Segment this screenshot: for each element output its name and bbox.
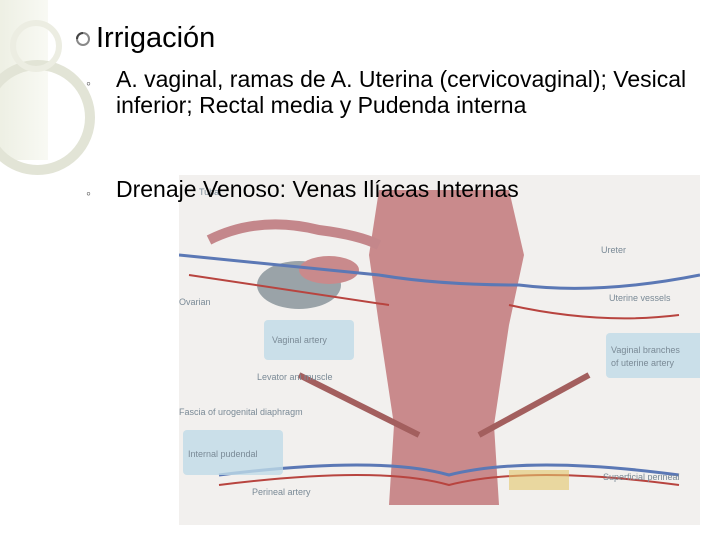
label-internal-pudendal: Internal pudendal bbox=[188, 449, 258, 459]
label-levator-ani: Levator ani muscle bbox=[257, 372, 333, 382]
decorative-circle-small bbox=[10, 20, 62, 72]
label-superficial-perineal: Superficial perineal bbox=[603, 472, 680, 482]
ring-bullet-icon: ◦ bbox=[86, 185, 91, 201]
label-tubal: Tubal bbox=[199, 187, 221, 197]
label-perineal-artery: Perineal artery bbox=[252, 487, 311, 497]
bullet-item: ◦ A. vaginal, ramas de A. Uterina (cervi… bbox=[86, 66, 706, 118]
bullet-text: Drenaje Venoso: Venas Ilíacas Internas bbox=[116, 176, 519, 202]
anatomy-figure: Ureter Uterine vessels Vaginal branches … bbox=[179, 175, 700, 525]
decorative-circle-large bbox=[0, 60, 95, 175]
label-uterine-vessels: Uterine vessels bbox=[609, 293, 671, 303]
slide-title: Irrigación bbox=[96, 22, 216, 54]
bullet-list: ◦ A. vaginal, ramas de A. Uterina (cervi… bbox=[86, 66, 706, 124]
bullet-icon bbox=[76, 31, 90, 46]
bullet-text: A. vaginal, ramas de A. Uterina (cervico… bbox=[116, 66, 687, 118]
label-vaginal-artery: Vaginal artery bbox=[272, 335, 327, 345]
bullet-item: ◦ Drenaje Venoso: Venas Ilíacas Internas bbox=[86, 176, 706, 202]
label-vaginal-branches: Vaginal branches bbox=[611, 345, 680, 355]
label-vaginal-branches-2: of uterine artery bbox=[611, 358, 675, 368]
bullet-list-2: ◦ Drenaje Venoso: Venas Ilíacas Internas bbox=[86, 176, 706, 208]
label-ovarian: Ovarian bbox=[179, 297, 211, 307]
label-fascia: Fascia of urogenital diaphragm bbox=[179, 407, 303, 417]
slide-title-row: Irrigación bbox=[74, 22, 215, 55]
label-ureter: Ureter bbox=[601, 245, 626, 255]
ring-bullet-icon: ◦ bbox=[86, 75, 91, 91]
